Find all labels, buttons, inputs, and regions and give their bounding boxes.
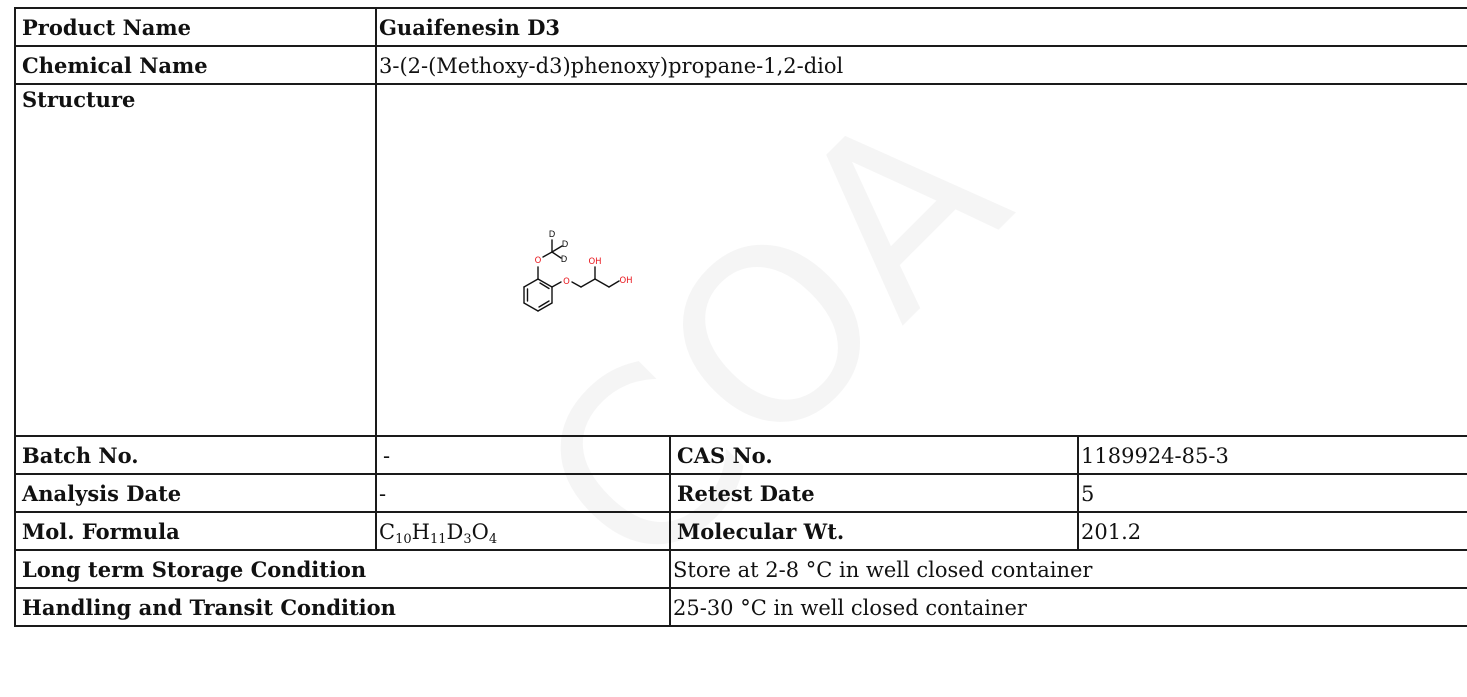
chemical-name-value: 3-(2-(Methoxy-d3)phenoxy)propane-1,2-dio… bbox=[375, 45, 1467, 85]
row-structure: Structure bbox=[14, 83, 1467, 437]
chemical-name-label: Chemical Name bbox=[14, 45, 377, 85]
methoxy-oxygen-label: O bbox=[535, 256, 542, 266]
structure-image-cell: O O OH OH D D D bbox=[375, 83, 1467, 437]
product-name-label: Product Name bbox=[14, 7, 377, 47]
mol-formula-label: Mol. Formula bbox=[14, 511, 377, 551]
hydroxyl-label-1: OH bbox=[588, 257, 601, 267]
batch-no-label: Batch No. bbox=[14, 435, 377, 475]
deuterium-label-3: D bbox=[561, 255, 568, 265]
analysis-date-value: - bbox=[375, 473, 671, 513]
chemical-structure-diagram: O O OH OH D D D bbox=[523, 230, 633, 312]
structure-label: Structure bbox=[14, 83, 377, 437]
handling-transit-label: Handling and Transit Condition bbox=[14, 587, 671, 627]
retest-date-value: 5 bbox=[1077, 473, 1467, 513]
retest-date-label: Retest Date bbox=[669, 473, 1079, 513]
molecular-wt-label: Molecular Wt. bbox=[669, 511, 1079, 551]
long-term-storage-label: Long term Storage Condition bbox=[14, 549, 671, 589]
mol-formula-value: C10H11D3O4 bbox=[375, 511, 671, 551]
row-batch-cas: Batch No. - CAS No. 1189924-85-3 bbox=[14, 435, 1467, 475]
row-product-name: Product Name Guaifenesin D3 bbox=[14, 7, 1467, 47]
deuterium-label-1: D bbox=[549, 230, 556, 240]
analysis-date-label: Analysis Date bbox=[14, 473, 377, 513]
batch-no-value: - bbox=[375, 435, 671, 475]
deuterium-label-2: D bbox=[562, 240, 569, 250]
cas-no-label: CAS No. bbox=[669, 435, 1079, 475]
molecular-wt-value: 201.2 bbox=[1077, 511, 1467, 551]
hydroxyl-label-2: OH bbox=[619, 276, 632, 286]
row-formula-weight: Mol. Formula C10H11D3O4 Molecular Wt. 20… bbox=[14, 511, 1467, 551]
row-chemical-name: Chemical Name 3-(2-(Methoxy-d3)phenoxy)p… bbox=[14, 45, 1467, 85]
product-name-value: Guaifenesin D3 bbox=[375, 7, 1467, 47]
row-handling-transit: Handling and Transit Condition 25-30 °C … bbox=[14, 587, 1467, 627]
ether-oxygen-label: O bbox=[563, 277, 570, 287]
coa-sheet: COA Product Name Guaifenesin D3 Chemical… bbox=[14, 7, 1467, 697]
handling-transit-value: 25-30 °C in well closed container bbox=[669, 587, 1467, 627]
long-term-storage-value: Store at 2-8 °C in well closed container bbox=[669, 549, 1467, 589]
cas-no-value: 1189924-85-3 bbox=[1077, 435, 1467, 475]
coa-table: Product Name Guaifenesin D3 Chemical Nam… bbox=[14, 7, 1467, 627]
row-analysis-retest: Analysis Date - Retest Date 5 bbox=[14, 473, 1467, 513]
row-long-term-storage: Long term Storage Condition Store at 2-8… bbox=[14, 549, 1467, 589]
